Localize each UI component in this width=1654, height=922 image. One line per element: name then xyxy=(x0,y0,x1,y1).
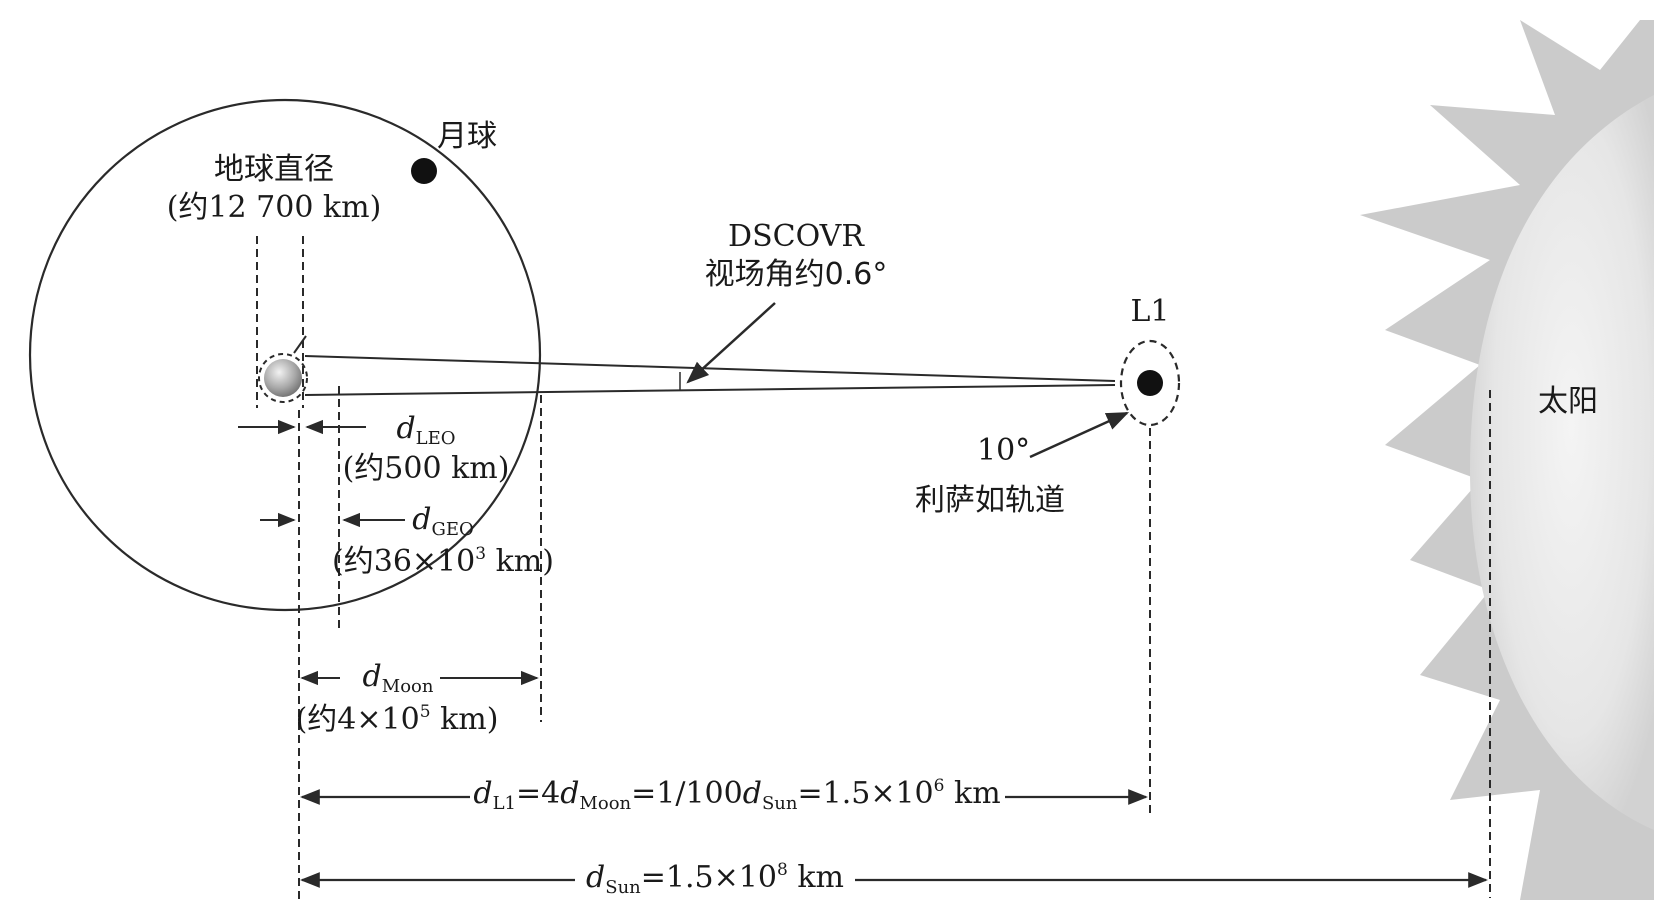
sun-body xyxy=(1470,95,1654,830)
l1-point-icon xyxy=(1137,370,1163,396)
moon-label: 月球 xyxy=(437,119,497,154)
earth-icon xyxy=(264,359,302,397)
moon-orbit xyxy=(28,98,542,612)
lissajous-arrow xyxy=(1029,411,1130,459)
dmoon-value: (约4×105 km) xyxy=(295,702,499,737)
fov-line-top xyxy=(304,355,1116,382)
earth-diameter-value: (约12 700 km) xyxy=(166,190,382,225)
earth-dashed-ring xyxy=(258,353,308,403)
earth-corner-tick xyxy=(293,335,307,354)
l1-label: L1 xyxy=(1130,294,1170,329)
dsun-equation: dSun=1.5×108 km xyxy=(586,860,844,898)
earth-diameter-title: 地球直径 xyxy=(214,152,334,187)
dleo-symbol: dLEO xyxy=(396,411,456,449)
dgeo-symbol: dGEO xyxy=(412,502,474,540)
lissajous-angle-label: 10° xyxy=(977,433,1031,468)
fov-line-bottom xyxy=(304,384,1116,396)
dscovr-fov-label: 视场角约0.6° xyxy=(704,257,888,292)
dgeo-value: (约36×103 km) xyxy=(332,544,554,579)
dmoon-symbol: dMoon xyxy=(362,659,434,697)
l1-dashed-orbit xyxy=(1119,339,1181,427)
dscovr-name: DSCOVR xyxy=(728,219,864,254)
lissajous-orbit-label: 利萨如轨道 xyxy=(915,483,1065,518)
sun-label: 太阳 xyxy=(1538,384,1598,419)
dleo-value: (约500 km) xyxy=(342,451,510,486)
dl1-equation: dL1=4dMoon=1/100dSun=1.5×106 km xyxy=(473,776,1001,814)
moon-icon xyxy=(411,158,437,184)
dscovr-arrow xyxy=(686,302,776,384)
